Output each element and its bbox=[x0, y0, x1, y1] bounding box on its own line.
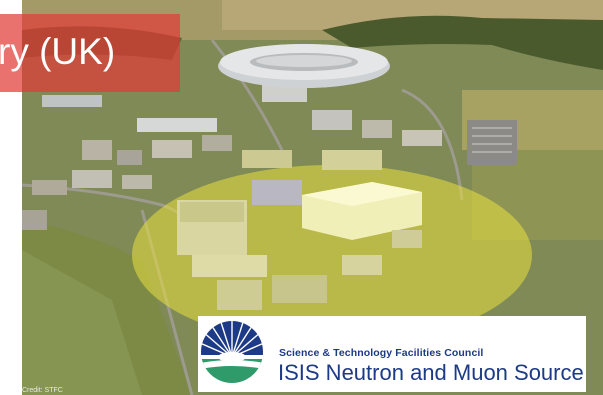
stfc-sunburst-icon bbox=[201, 321, 263, 383]
photo-credit: Credit: STFC bbox=[22, 387, 63, 394]
title-banner-text: ry (UK) bbox=[0, 31, 116, 72]
title-banner: ry (UK) bbox=[0, 14, 180, 92]
isis-logo: Science & Technology Facilities Council … bbox=[198, 316, 586, 392]
facility-name: ISIS Neutron and Muon Source bbox=[278, 360, 584, 385]
council-name: Science & Technology Facilities Council bbox=[279, 347, 484, 359]
